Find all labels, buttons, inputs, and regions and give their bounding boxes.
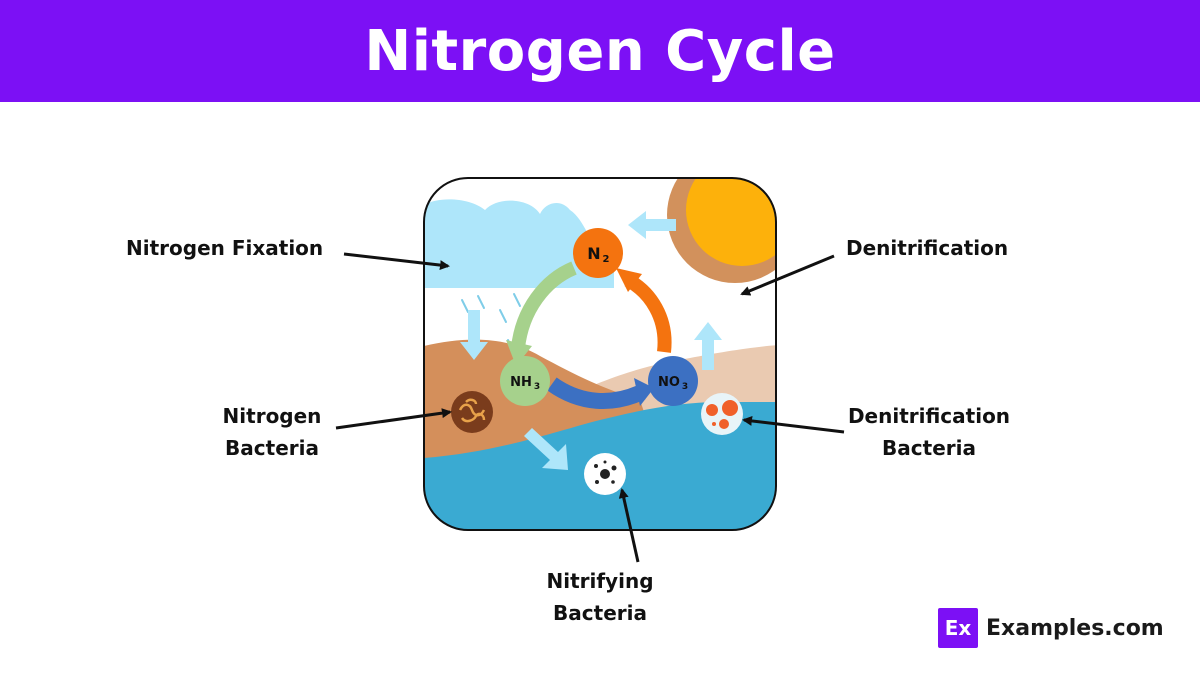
label-denitrification-bacteria: Denitrification Bacteria [842,400,1016,464]
label-denitrification-bacteria-line1: Denitrification [847,404,1011,428]
brand-badge: Ex [938,608,978,648]
nh3-subscript: 3 [534,382,540,392]
label-denitrification-bacteria-line2: Bacteria [882,436,976,460]
nitrifying-bacteria-icon [584,453,626,495]
label-nitrifying-bacteria-line2: Bacteria [553,601,647,625]
brand-name: Examples.com [986,615,1164,641]
nh3-label: NH [510,375,532,390]
arrow-no3-to-n2 [624,273,672,353]
pointer-arrows [335,252,845,563]
pointer-denitrification [740,254,835,296]
pointer-nitrogen-fixation [343,252,450,271]
label-nitrogen-bacteria-line2: Bacteria [225,436,319,460]
label-nitrogen-fixation: Nitrogen Fixation [126,236,324,260]
label-nitrogen-bacteria-line1: Nitrogen [222,404,322,428]
node-n2: N 2 [573,228,623,278]
header-bar: Nitrogen Cycle [0,0,1200,102]
brand-logo[interactable]: Ex Examples.com [938,608,1164,648]
no3-label: NO [658,375,680,390]
node-no3: NO 3 [648,356,698,406]
nitrogen-bacteria-icon [451,391,493,433]
label-nitrifying-bacteria-line1: Nitrifying [546,569,654,593]
page-title: Nitrogen Cycle [364,18,836,84]
scene: N 2 NH 3 NO 3 [424,178,776,530]
denitrification-bacteria-icon [701,393,743,435]
n2-label: N [587,244,600,263]
n2-subscript: 2 [603,254,610,265]
label-nitrifying-bacteria: Nitrifying Bacteria [538,565,662,629]
no3-subscript: 3 [682,382,688,392]
arrow-nh3-to-no3 [547,377,646,409]
arrow-n2-to-nh3 [511,261,577,349]
diagram-frame [423,177,777,531]
flow-arrows-light [460,211,722,470]
pointer-denitrification-bacteria [742,415,845,434]
label-nitrogen-bacteria: Nitrogen Bacteria [210,400,334,464]
pointer-nitrogen-bacteria [335,408,452,430]
node-nh3: NH 3 [500,356,550,406]
label-denitrification: Denitrification [846,236,1009,260]
pointer-nitrifying-bacteria [618,488,640,563]
